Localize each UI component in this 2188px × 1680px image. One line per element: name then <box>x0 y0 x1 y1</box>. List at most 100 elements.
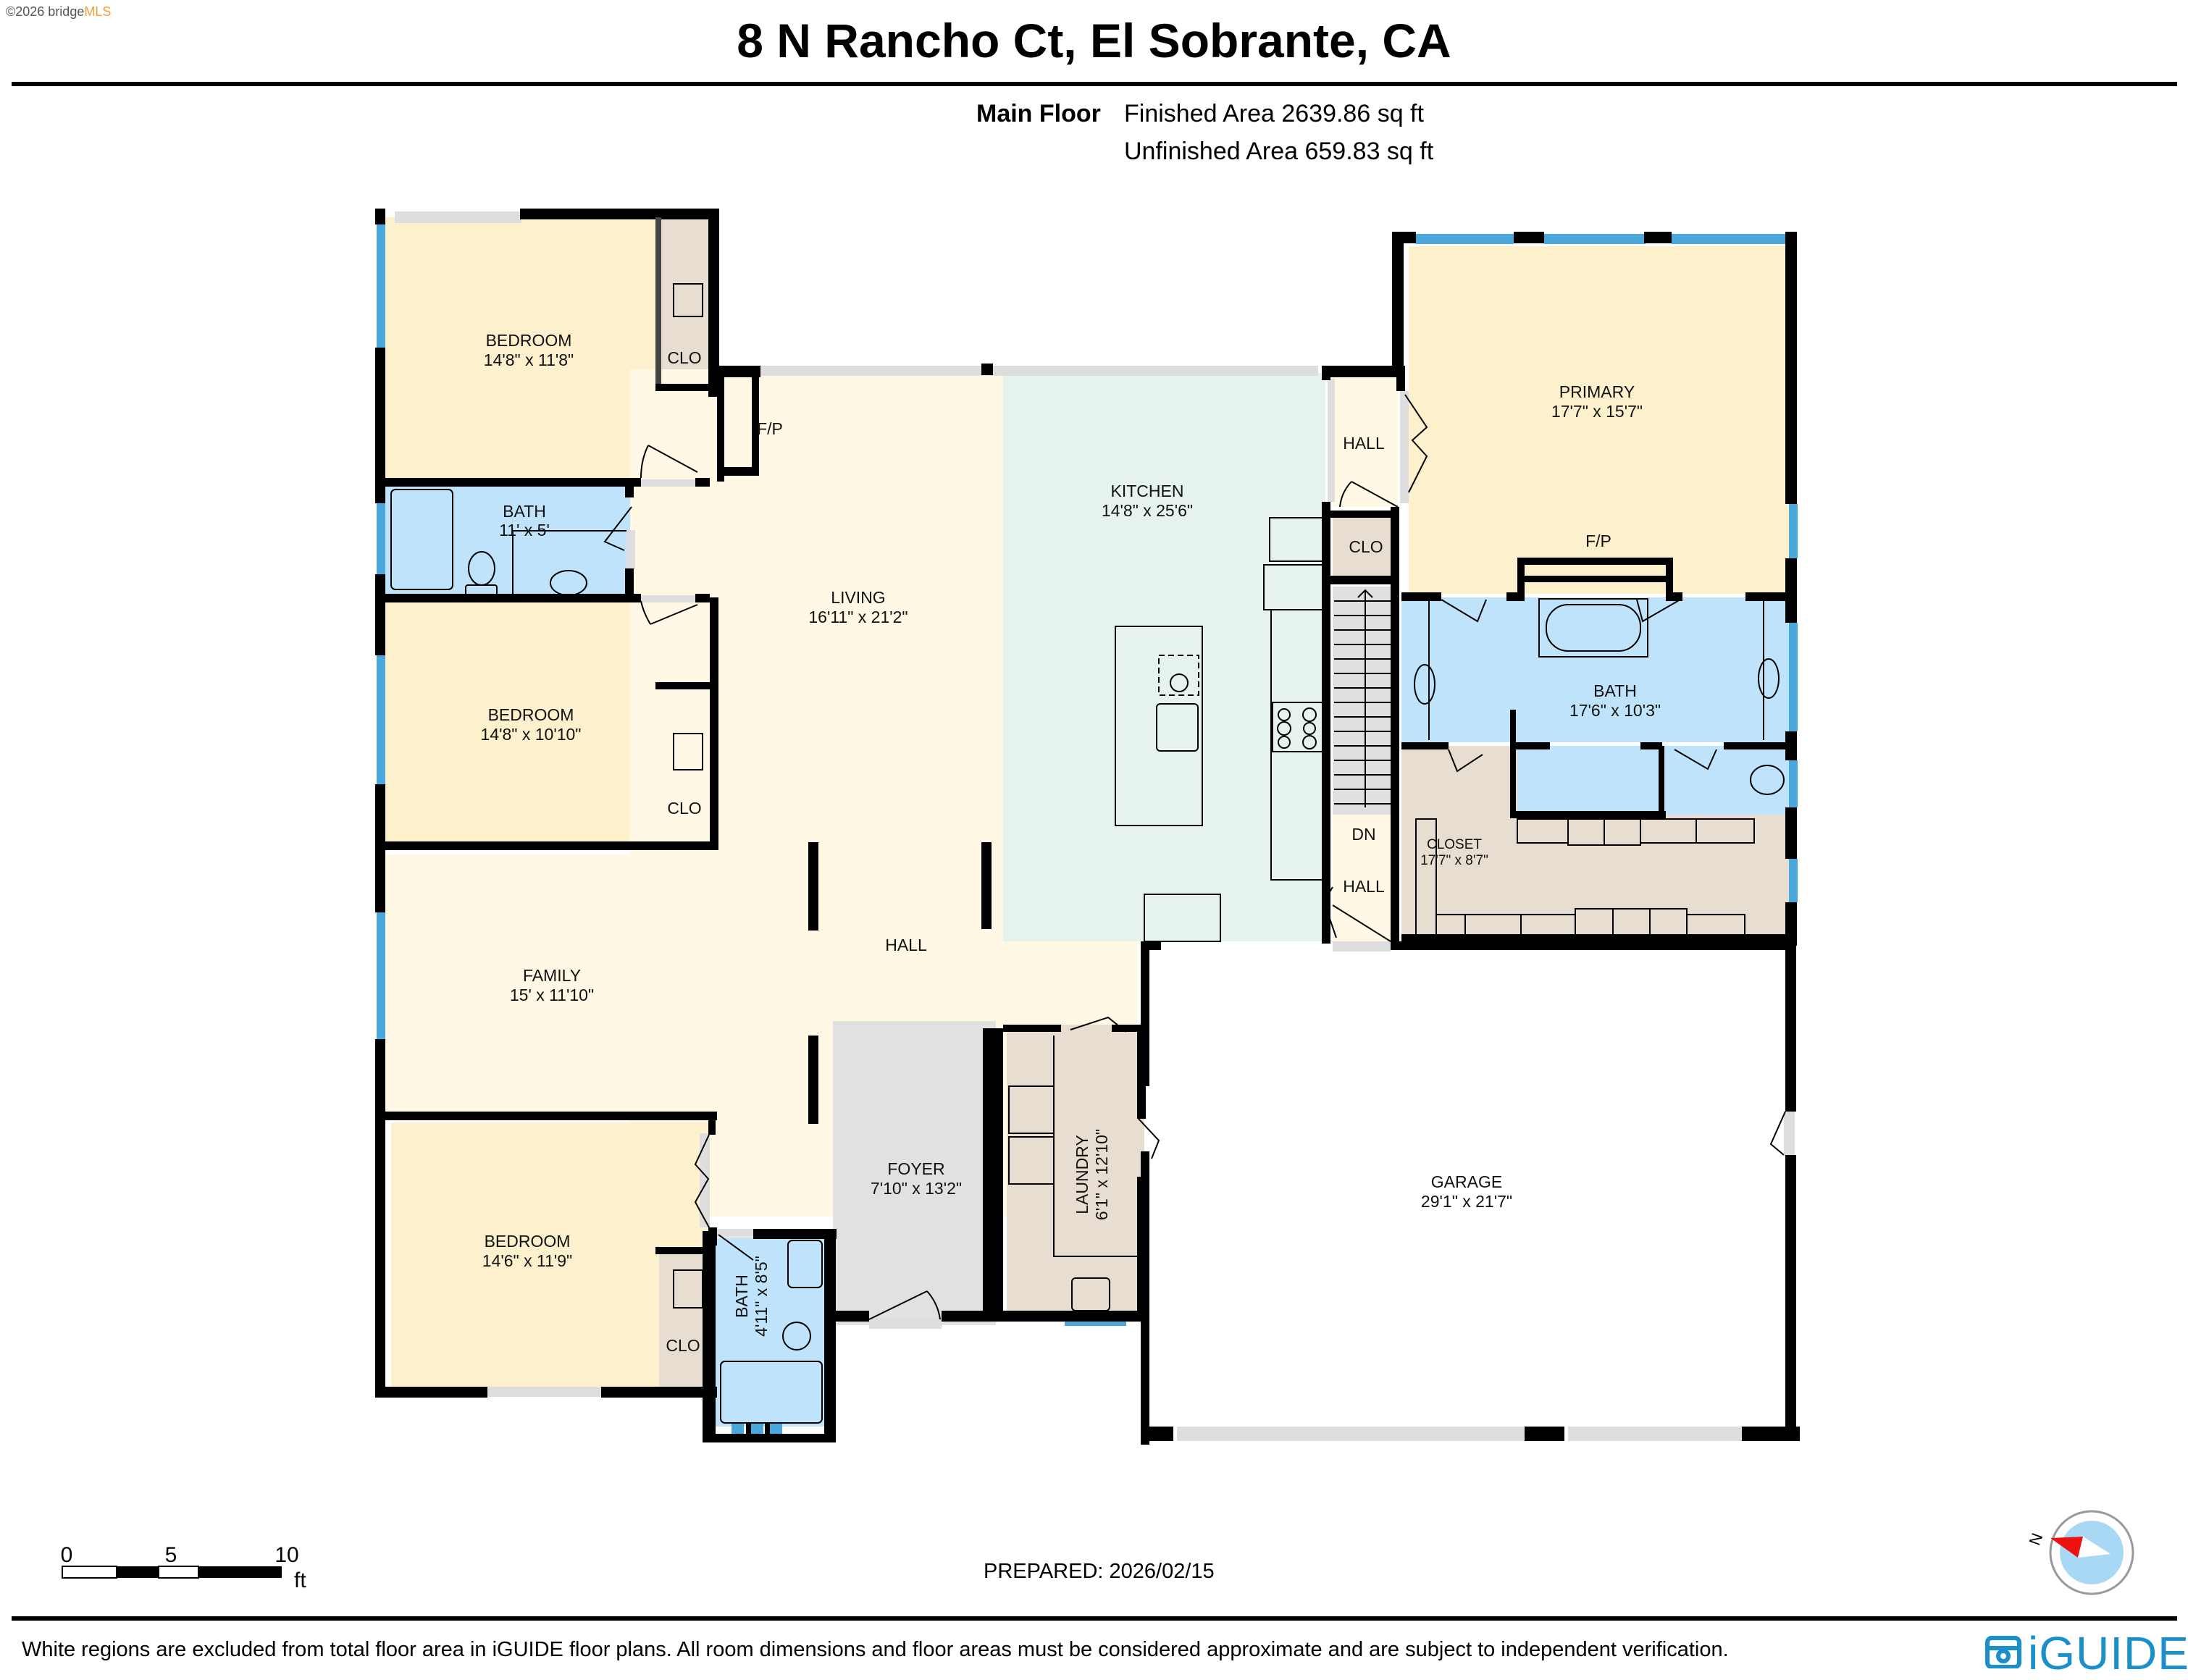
door-openings <box>395 211 1795 1441</box>
door-swing <box>1674 749 1717 770</box>
dn-label: DN <box>1351 825 1375 844</box>
kitchen-cabinet <box>1144 894 1221 942</box>
room-label-garage: GARAGE <box>1431 1172 1502 1191</box>
room-dims-living: 16'11" x 21'2" <box>808 608 908 626</box>
door-swing <box>1404 394 1428 493</box>
room-label-laundry-group: LAUNDRY 6'1" x 12'10" <box>1073 1129 1111 1220</box>
room-label-bath-2-group: BATH 4'11" x 8'5" <box>732 1256 771 1337</box>
primary-bathtub-icon <box>1538 598 1648 658</box>
iguide-logo-icon <box>1985 1636 2021 1668</box>
door-swings <box>603 394 1786 1320</box>
bathtub-icon <box>390 489 453 590</box>
sink-icon <box>1414 664 1435 705</box>
page-title: 8 N Rancho Ct, El Sobrante, CA <box>737 14 1451 67</box>
compass-north-label: N <box>2025 1531 2046 1547</box>
scale-tick-10: 10 <box>274 1543 298 1567</box>
room-dims-closet-primary: 17'7" x 8'7" <box>1420 853 1488 868</box>
room-label-laundry: LAUNDRY <box>1073 1135 1091 1214</box>
room-label-bedroom-2: BEDROOM <box>488 705 574 724</box>
burner-icon <box>1277 721 1291 736</box>
room-dims-primary: 17'7" x 15'7" <box>1551 402 1643 421</box>
fp-label-living: F/P <box>757 419 783 438</box>
laundry-counter <box>1053 1036 1137 1257</box>
door-swing <box>718 1234 754 1261</box>
kitchen-island <box>1115 626 1203 826</box>
shower-icon <box>720 1361 823 1424</box>
dishwasher-icon <box>1158 655 1199 696</box>
door-swing <box>868 1290 941 1320</box>
staircase <box>1334 589 1396 807</box>
windows <box>377 224 1798 1437</box>
iguide-logo-text: iGUIDE <box>2028 1627 2188 1679</box>
toilet-icon <box>782 1322 811 1351</box>
sink-icon <box>1758 658 1780 699</box>
finished-area: Finished Area 2639.86 sq ft <box>1124 100 1424 127</box>
hall-label-lower: HALL <box>1343 877 1385 896</box>
walls <box>375 209 1800 1445</box>
room-dims-family: 15' x 11'10" <box>510 986 594 1004</box>
room-label-kitchen: KITCHEN <box>1111 482 1184 500</box>
door-swing <box>1769 1111 1786 1156</box>
door-swing <box>1339 481 1399 508</box>
room-dims-garage: 29'1" x 21'7" <box>1421 1192 1512 1211</box>
closet-fill-1 <box>659 217 710 384</box>
room-fill-primary <box>1409 246 1789 594</box>
room-label-bedroom-3: BEDROOM <box>485 1232 571 1251</box>
room-label-bedroom-1: BEDROOM <box>486 331 572 350</box>
tub-basin <box>1546 604 1641 652</box>
closet-shelf <box>673 283 703 317</box>
room-fills <box>384 217 1789 1427</box>
scale-bar: 0 5 10 ft <box>61 1543 307 1592</box>
room-fill-clo-hall <box>1333 518 1398 576</box>
clo-label-3: CLO <box>666 1336 700 1355</box>
scale-tick-5: 5 <box>165 1543 177 1567</box>
room-dims-bedroom-2: 14'8" x 10'10" <box>481 725 582 744</box>
copyright-text: ©2026 bridge <box>6 4 85 19</box>
clo-label-2: CLO <box>667 799 701 818</box>
room-dims-bedroom-3: 14'6" x 11'9" <box>482 1251 572 1270</box>
room-label-closet-primary: CLOSET <box>1427 837 1482 852</box>
bath-overlay <box>1517 746 1789 815</box>
room-labels: BEDROOM 14'8" x 11'8" BATH 11' x 5' BEDR… <box>481 331 1661 1355</box>
room-fill-bath-primary <box>1401 597 1789 742</box>
door-swing <box>1070 1016 1127 1033</box>
door-swing <box>640 445 698 479</box>
island-sink-icon <box>1156 703 1199 752</box>
room-label-bath-1: BATH <box>503 502 546 521</box>
room-label-foyer: FOYER <box>887 1159 944 1178</box>
room-fill-foyer <box>833 1021 996 1325</box>
burner-icon <box>1302 707 1317 722</box>
disposal-icon <box>1170 673 1189 692</box>
header-divider <box>12 82 2177 86</box>
room-dims-bath-1: 11' x 5' <box>499 521 550 539</box>
footer-divider <box>12 1616 2177 1621</box>
door-swing <box>603 506 632 551</box>
burner-icon <box>1302 735 1317 749</box>
clo-label-hall: CLO <box>1349 537 1383 556</box>
door-swing <box>640 600 698 625</box>
closet-shelf <box>673 733 703 770</box>
scale-tick-0: 0 <box>61 1543 73 1567</box>
door-swing <box>1323 886 1391 942</box>
prepared-date: PREPARED: 2026/02/15 <box>984 1560 1215 1583</box>
door-swing <box>1441 599 1487 623</box>
fp-label-primary: F/P <box>1585 532 1611 550</box>
room-label-bath-primary: BATH <box>1593 681 1637 700</box>
room-label-hall: HALL <box>885 936 927 954</box>
burner-icon <box>1303 722 1316 735</box>
room-label-living: LIVING <box>831 588 885 607</box>
room-label-primary: PRIMARY <box>1559 382 1635 401</box>
room-fill-bath-2 <box>716 1238 824 1427</box>
room-dims-laundry: 6'1" x 12'10" <box>1092 1129 1111 1220</box>
room-dims-kitchen: 14'8" x 25'6" <box>1102 501 1193 520</box>
mls-text: MLS <box>84 4 112 19</box>
burner-icon <box>1278 736 1291 749</box>
room-dims-bath-primary: 17'6" x 10'3" <box>1569 701 1661 720</box>
compass-icon: N <box>2025 1510 2134 1595</box>
room-fill-hall-lower <box>1333 815 1398 941</box>
room-dims-bedroom-1: 14'8" x 11'8" <box>484 350 574 369</box>
door-swing <box>694 1134 710 1228</box>
room-fill-bath-1 <box>384 485 634 594</box>
room-dims-foyer: 7'10" x 13'2" <box>871 1179 962 1198</box>
